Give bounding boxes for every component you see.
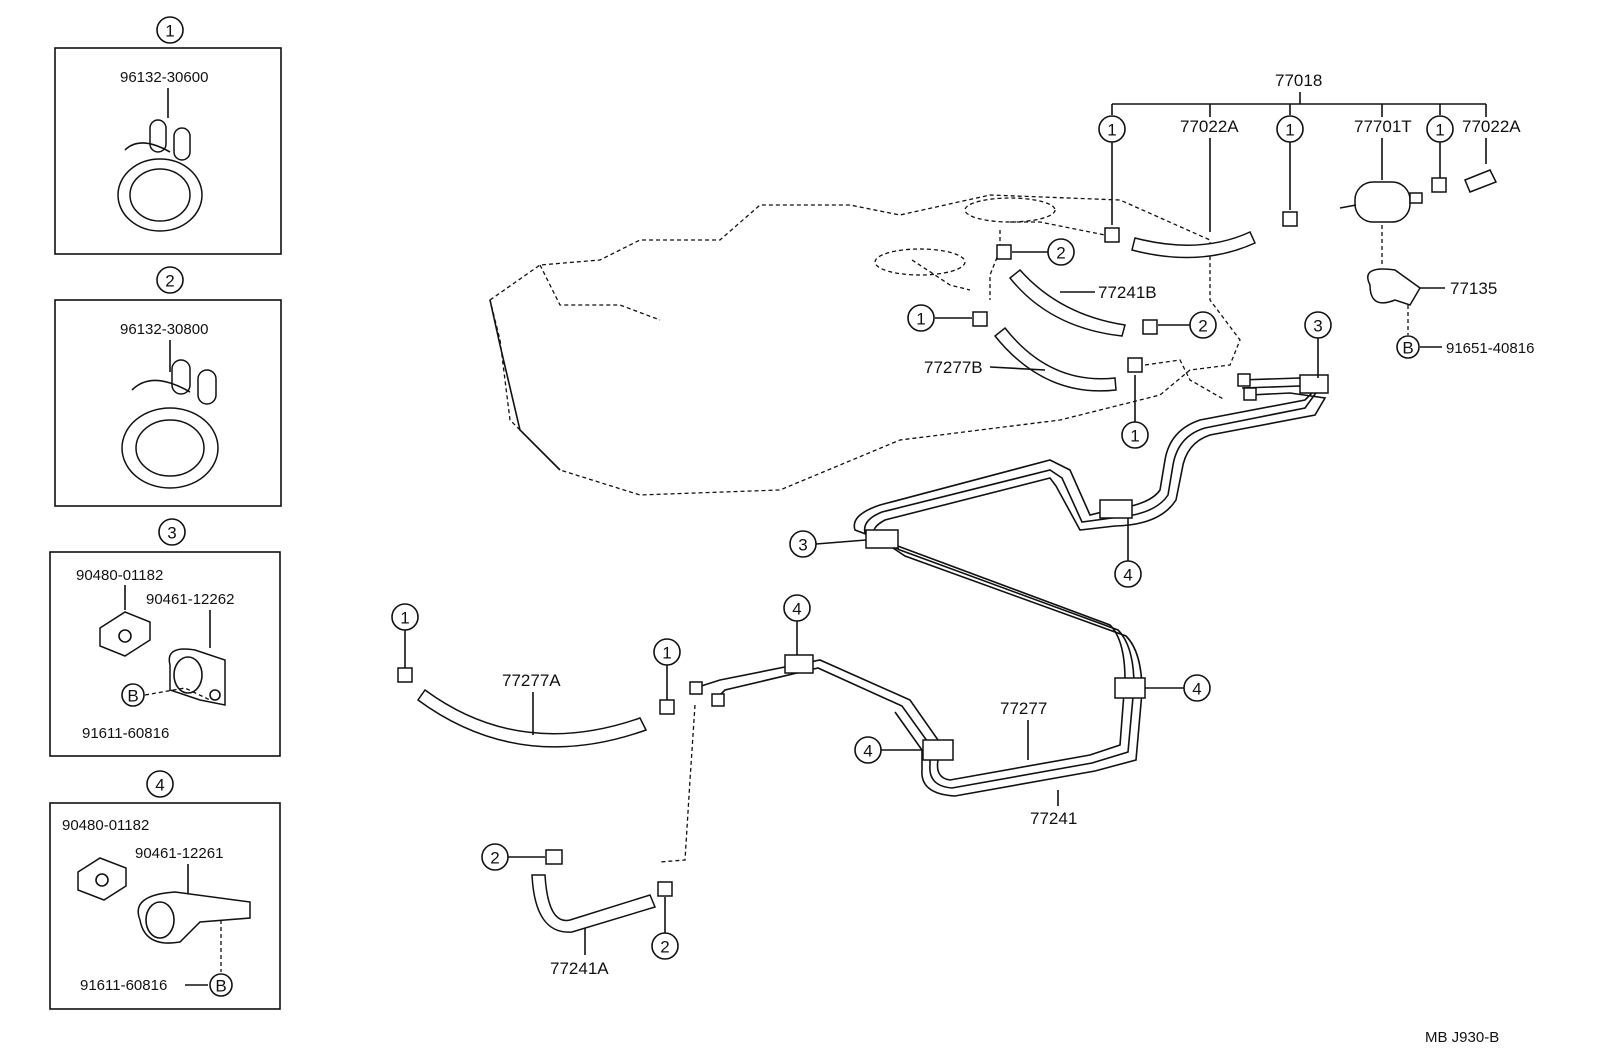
part-77241A: 77241A [550,959,609,978]
hose-icon [1131,231,1256,259]
pipe-clamp-3-b [1299,374,1329,394]
part-77135: 77135 [1450,279,1497,298]
marker-2-lower-a: 2 [490,849,499,868]
marker-1-top-b: 1 [1285,121,1294,140]
inset-clamp-1: 1 96132-30600 [54,16,282,255]
hose-clamp-icon [1142,319,1158,335]
hose-clamp-icon [996,244,1012,260]
part-91651-40816: 91651-40816 [1446,340,1534,357]
part-77022A-b: 77022A [1462,117,1521,136]
part-77277: 77277 [1000,699,1047,718]
hose-clamp-icon [1127,357,1143,373]
marker-1-lower-a: 1 [400,609,409,628]
marker-1-lower-b: 1 [662,644,671,663]
hose-icon [1464,169,1498,193]
inset-clamp-4: 4 90480-01182 90461-12261 91611-60816 B [49,770,281,1010]
pipe-callouts: 3 3 4 4 4 4 77277 77241 [783,311,1332,828]
part-90480-01182-b: 90480-01182 [62,817,149,834]
part-96132-30800: 96132-30800 [120,321,208,338]
part-96132-30600: 96132-30600 [120,69,208,86]
marker-1-top-a: 1 [1107,121,1116,140]
hose-clamp-icon [117,119,203,232]
fuel-filter-icon [1339,181,1423,223]
tank-hoses: 77241B 2 2 77277B 1 1 [907,238,1226,449]
pipe-fitting-icon [1237,373,1251,387]
marker-1-top-c: 1 [1435,121,1444,140]
hose-clamp-icon [1104,227,1120,243]
pipe-fitting-icon [689,681,703,695]
hose-77277B [993,326,1117,392]
marker-4-pipe-c: 4 [863,742,872,761]
clamp-bracket-icon [168,648,226,706]
fuel-tank-outline [489,194,1241,496]
part-77277B: 77277B [924,358,983,377]
inset-marker-1: 1 [165,22,174,41]
pipe-clamp-4-d [784,654,814,674]
pipe-fitting-icon [1243,387,1257,401]
bolt-marker-b-4: B [215,977,226,996]
inset-clamp-2: 2 96132-30800 [54,266,282,507]
pipe-clamp-4-b [1114,677,1146,699]
part-91611-60816-b: 91611-60816 [80,977,167,994]
part-77018: 77018 [1275,71,1322,90]
fuel-pipes [659,373,1329,863]
part-90461-12262: 90461-12262 [146,591,234,608]
hose-clamp-icon [972,311,988,327]
diagram-code: MB J930-B [1425,1029,1499,1046]
pipe-clamp-4-a [1099,499,1133,519]
inset-marker-2: 2 [165,272,174,291]
hose-clamp-icon [545,849,563,865]
marker-1-tank-b: 1 [1130,427,1139,446]
hose-clamp-icon [1282,211,1298,227]
hose-clamp-icon [1431,177,1447,193]
part-77241B: 77241B [1098,283,1157,302]
hose-77277A [416,688,648,748]
part-90480-01182-a: 90480-01182 [76,567,163,584]
bolt-marker-b-3: B [127,687,138,706]
marker-4-pipe-d: 4 [792,600,801,619]
marker-2-tank-a: 2 [1056,244,1065,263]
inset-box-3 [49,551,281,757]
pipe-clamp-3-a [865,529,899,549]
hose-clamp-icon [659,699,675,715]
marker-3-pipe-b: 3 [798,536,807,555]
lower-hoses: 1 77277A 1 2 77241A 2 [391,603,681,978]
part-91611-60816-a: 91611-60816 [82,725,169,742]
pipe-fitting-icon [711,693,725,707]
clip-icon [99,611,151,657]
marker-4-pipe-a: 4 [1123,566,1132,585]
marker-3-pipe-a: 3 [1313,317,1322,336]
hose-clamp-icon [657,881,673,897]
part-77022A-a: 77022A [1180,117,1239,136]
part-90461-12261: 90461-12261 [135,845,223,862]
clamp-bracket-icon [137,891,251,944]
hose-77241B [1008,268,1126,337]
inset-marker-3: 3 [167,524,176,543]
part-77241: 77241 [1030,809,1077,828]
bolt-marker-b-main: B [1402,339,1413,358]
marker-2-tank-b: 2 [1198,317,1207,336]
hose-clamp-icon [397,667,413,683]
marker-1-tank-a: 1 [916,310,925,329]
inset-marker-4: 4 [155,776,164,795]
hose-clamp-icon [121,359,219,489]
part-77277A: 77277A [502,671,561,690]
marker-4-pipe-b: 4 [1192,680,1201,699]
inset-clamp-3: 3 90480-01182 90461-12262 B 91611-60816 [49,518,281,757]
filter-bracket-77135: 77135 B 91651-40816 [1367,268,1534,359]
hose-77241A [531,874,657,933]
part-77701T: 77701T [1354,117,1412,136]
clip-icon [77,857,127,901]
pipe-clamp-4-c [922,739,954,761]
marker-2-lower-b: 2 [660,938,669,957]
assembly-77018-group: 77018 1 77022A 1 77701T 1 77022A [1098,71,1521,265]
